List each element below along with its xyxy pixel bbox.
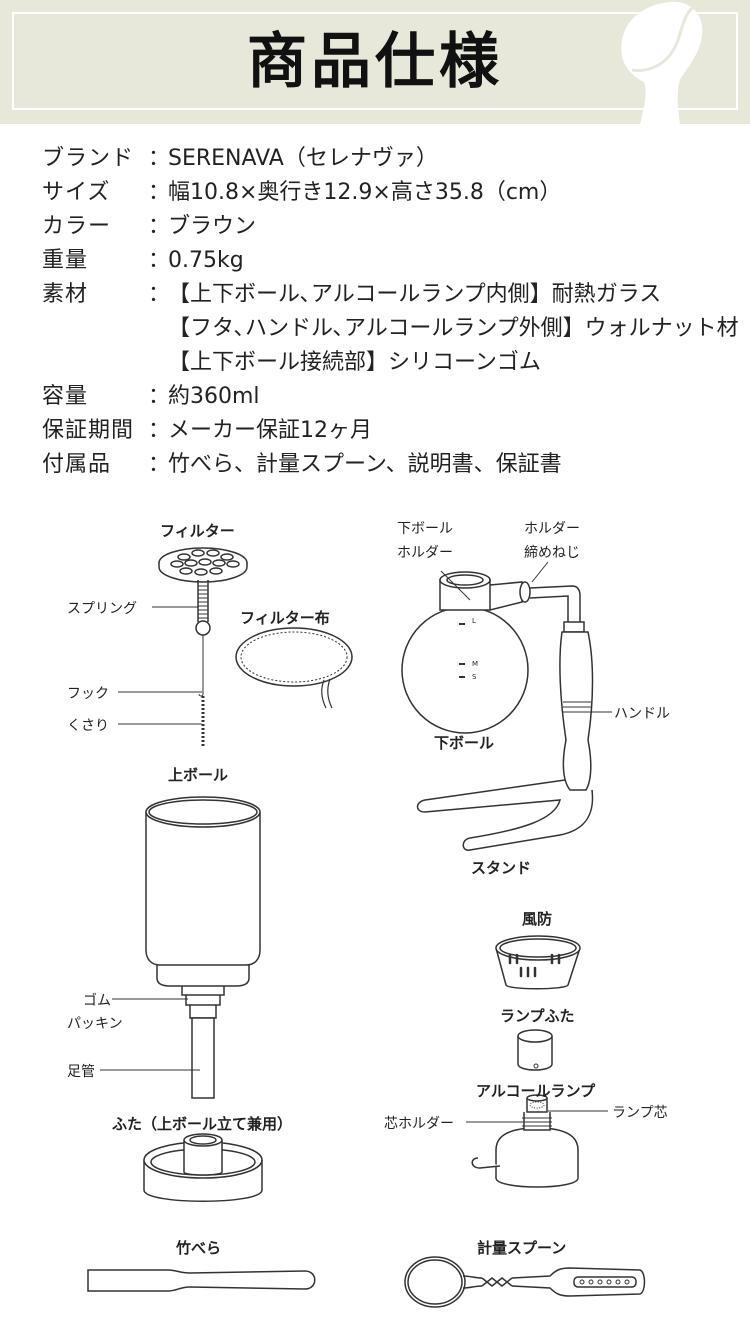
label-spatula: 竹べら [176,1239,222,1257]
label-lower-ball-holder-2: ホルダー [397,545,453,561]
spec-value-line: 0.75kg [168,248,244,273]
spec-colon: ： [148,146,171,171]
label-hook: フック [67,686,109,702]
label-lower-ball-holder-1: 下ボール [397,521,453,537]
label-alcohol-lamp: アルコールランプ [476,1082,596,1100]
label-lower-ball: 下ボール [434,734,495,752]
label-gasket-2: パッキン [67,1016,123,1032]
page-title: 商品仕様 [247,27,503,97]
spec-value: SERENAVA（セレナヴァ） [168,142,742,176]
spec-value-line: メーカー保証12ヶ月 [168,418,372,443]
label-spring: スプリング [67,601,137,617]
filter-illustration [158,547,248,748]
label-chain: くさり [67,718,109,734]
spec-row-warranty: 保証期間 ： メーカー保証12ヶ月 [42,414,742,448]
label-wick: ランプ芯 [612,1105,668,1121]
spec-colon: ： [148,282,171,307]
spec-key: 容量 [42,384,89,409]
spec-key: サイズ [42,180,111,205]
spec-key: 付属品 [42,452,112,477]
spec-row-size: サイズ ： 幅10.8×奥行き12.9×高さ35.8（cm） [42,176,742,210]
label-filter: フィルター [160,522,235,540]
spec-value: 幅10.8×奥行き12.9×高さ35.8（cm） [168,176,742,210]
spec-key: 素材 [42,282,89,307]
spec-value-line: 【上下ボール､アルコールランプ内側】耐熱ガラス [168,282,662,307]
coffee-bean-spoon-icon [621,1,703,124]
label-lid: ふた（上ボール立て兼用） [112,1115,293,1133]
spec-key: カラー [42,214,112,239]
measuring-spoon-illustration [404,1256,646,1308]
label-lamp-lid: ランプふた [500,1007,575,1025]
lower-ball-stand-illustration [401,571,594,851]
spec-colon: ： [148,418,171,443]
label-upper-ball: 上ボール [168,766,229,784]
spec-key: 保証期間 [42,418,135,443]
spec-row-material: 素材 ： 【上下ボール､アルコールランプ内側】耐熱ガラス 【フタ､ハンドル､アルコ… [42,278,742,380]
spec-row-capacity: 容量 ： 約360ml [42,380,742,414]
label-holder-screw-1: ホルダー [524,521,580,537]
upper-ball-illustration [145,796,261,1099]
spec-value: 約360ml [168,380,742,414]
spec-value: 竹べら、計量スプーン、説明書、保証書 [168,448,742,482]
filter-cloth-illustration [235,627,353,709]
spec-colon: ： [148,452,171,477]
windshield-illustration [495,935,581,990]
label-stand: スタンド [471,859,532,877]
spec-value-line: 竹べら、計量スプーン、説明書、保証書 [168,452,562,477]
spec-value-line: ブラウン [168,214,257,239]
spec-row-color: カラー ： ブラウン [42,210,742,244]
label-filter-cloth: フィルター布 [240,609,330,627]
spec-colon: ： [148,384,171,409]
label-measuring-spoon: 計量スプーン [477,1239,567,1257]
spec-value: 0.75kg [168,244,742,278]
spec-colon: ： [148,214,171,239]
spatula-illustration [87,1269,316,1292]
label-wick-holder: 芯ホルダー [384,1116,454,1132]
spec-table: ブランド ： SERENAVA（セレナヴァ） サイズ ： 幅10.8×奥行き12.9… [42,142,742,482]
spec-value: メーカー保証12ヶ月 [168,414,742,448]
alcohol-lamp-illustration [471,1094,579,1188]
label-handle: ハンドル [614,706,670,722]
mark-s: S [472,673,477,681]
section-header: 商品仕様 [0,0,750,124]
spec-row-accessories: 付属品 ： 竹べら、計量スプーン、説明書、保証書 [42,448,742,482]
spec-value-line: 【上下ボール接続部】シリコーンゴム [168,350,541,375]
spec-value-line: 約360ml [168,384,260,409]
lamp-lid-illustration [517,1029,553,1071]
spec-key: ブランド [42,146,135,171]
mark-m: M [472,660,479,668]
spec-value-line: SERENAVA（セレナヴァ） [168,146,438,171]
label-holder-screw-2: 締めねじ [524,545,580,561]
spec-value: ブラウン [168,210,742,244]
spec-value-line: 幅10.8×奥行き12.9×高さ35.8（cm） [168,180,562,205]
spec-value: 【上下ボール､アルコールランプ内側】耐熱ガラス 【フタ､ハンドル､アルコールラン… [168,278,742,380]
header-frame [12,12,738,110]
spec-value-line: 【フタ､ハンドル､アルコールランプ外側】ウォルナット材 [168,316,739,341]
spec-key: 重量 [42,248,89,273]
label-windshield: 風防 [522,910,553,928]
label-foot-tube: 足管 [67,1064,95,1080]
lid-illustration [143,1133,263,1202]
spec-colon: ： [148,248,171,273]
spec-row-weight: 重量 ： 0.75kg [42,244,742,278]
mark-l: L [472,617,476,625]
spec-row-brand: ブランド ： SERENAVA（セレナヴァ） [42,142,742,176]
label-gasket-1: ゴム [83,993,111,1009]
spec-colon: ： [148,180,171,205]
